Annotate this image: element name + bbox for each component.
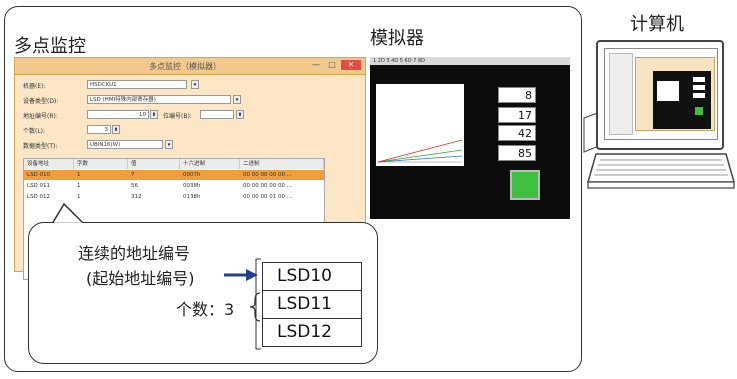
table-cell: LSD 010	[27, 172, 51, 178]
address-box: LSD10	[262, 262, 362, 291]
machine-label: 机器(E):	[23, 83, 46, 90]
stepper-icon[interactable]: ⬍	[150, 110, 158, 119]
desktop-simulator	[653, 71, 711, 129]
address-box: LSD12	[262, 318, 362, 347]
stepper-icon[interactable]: ⬍	[236, 110, 244, 119]
chevron-down-icon[interactable]: ▾	[191, 80, 199, 89]
mini-lamp	[695, 107, 703, 115]
trend-chart	[376, 84, 464, 166]
start-address-text: (起始地址编号)	[86, 269, 195, 288]
mini-value	[693, 77, 705, 82]
minimize-button[interactable]: —	[312, 60, 320, 69]
mini-value	[693, 93, 705, 98]
table-cell: LSD 012	[27, 194, 51, 200]
series-line-blue	[377, 155, 463, 163]
trend-chart-svg	[377, 139, 463, 163]
chevron-down-icon[interactable]: ▾	[233, 95, 241, 104]
series-line-green	[377, 149, 463, 163]
table-cell: 1	[77, 172, 81, 178]
column-header[interactable]: 十六进制	[180, 159, 240, 169]
table-cell: 1	[77, 194, 81, 200]
table-cell: 1	[77, 183, 81, 189]
column-header[interactable]: 二进制	[240, 159, 324, 169]
machine-select[interactable]: HSDCKU1	[87, 80, 187, 89]
desktop-window-back	[609, 53, 633, 135]
close-button[interactable]: ✕	[341, 60, 361, 70]
table-row[interactable]: LSD 011 1 56 0038h 00 00 00 00 00 ...	[24, 181, 324, 191]
table-cell: 56	[131, 183, 138, 189]
value-display: 42	[498, 125, 536, 141]
table-cell: 0038h	[183, 183, 201, 189]
count-text: 个数：3	[176, 300, 235, 319]
simulator-title: 模拟器	[370, 28, 424, 49]
table-cell: 00 00 00 01 00 ...	[243, 194, 292, 200]
simulator-screen: 1 2D 3 4D 5 6D 7 8D 8 17 42 85	[370, 57, 570, 219]
chevron-down-icon[interactable]: ▾	[165, 140, 173, 149]
column-header[interactable]: 值	[128, 159, 180, 169]
address-label: 地址编号(R):	[23, 113, 58, 120]
column-header[interactable]: 设备地址	[24, 159, 74, 169]
lamp-indicator[interactable]	[510, 170, 540, 200]
bracket-left	[255, 258, 261, 350]
table-cell: LSD 011	[27, 183, 51, 189]
table-cell: 7	[131, 172, 135, 178]
table-row[interactable]: LSD 010 1 7 0007h 00 00 00 00 00 ...	[24, 170, 324, 180]
window-titlebar: 多点监控（模拟器） — □ ✕	[15, 58, 365, 75]
mini-value	[693, 85, 705, 90]
table-cell: 00 00 00 00 00 ...	[243, 172, 292, 178]
value-display: 85	[498, 145, 536, 161]
simulator-menubar: 1 2D 3 4D 5 6D 7 8D	[370, 57, 570, 65]
stepper-icon[interactable]: ⬍	[112, 125, 120, 134]
series-line-red	[377, 139, 463, 163]
multi-point-monitor-title: 多点监控	[14, 36, 86, 57]
maximize-button[interactable]: □	[328, 60, 336, 69]
column-header[interactable]: 字数	[74, 159, 128, 169]
address-box: LSD11	[262, 290, 362, 319]
value-display: 17	[498, 107, 536, 123]
laptop-desktop	[604, 48, 718, 140]
count-label: 个数(L):	[23, 128, 46, 135]
device-type-label: 设备类型(D):	[23, 98, 59, 105]
arrow-right-icon	[224, 269, 258, 281]
mini-chart	[657, 81, 679, 101]
data-type-select[interactable]: UBIN16(W)	[87, 140, 163, 149]
table-cell: 0138h	[183, 194, 201, 200]
computer-title: 计算机	[630, 14, 684, 35]
table-row[interactable]: LSD 012 1 312 0138h 00 00 00 01 00 ...	[24, 192, 324, 202]
device-type-select[interactable]: LSD (HMI特殊内部寄存器)	[87, 95, 231, 104]
laptop-keyboard	[587, 153, 735, 189]
consecutive-address-text: 连续的地址编号	[78, 244, 191, 263]
brace-icon	[249, 292, 261, 322]
window-title: 多点监控（模拟器）	[149, 62, 221, 71]
main-frame	[4, 6, 582, 372]
table-cell: 00 00 00 00 00 ...	[243, 183, 292, 189]
table-cell: 0007h	[183, 172, 201, 178]
value-display: 8	[498, 87, 536, 103]
data-type-label: 数据类型(T):	[23, 143, 58, 150]
bit-number-label: 位编号(B):	[163, 113, 192, 120]
address-input[interactable]: 10	[87, 110, 149, 119]
bit-number-input[interactable]	[200, 110, 234, 119]
table-cell: 312	[131, 194, 142, 200]
count-input[interactable]: 3	[87, 125, 111, 134]
simulator-menu-text: 1 2D 3 4D 5 6D 7 8D	[373, 58, 425, 64]
